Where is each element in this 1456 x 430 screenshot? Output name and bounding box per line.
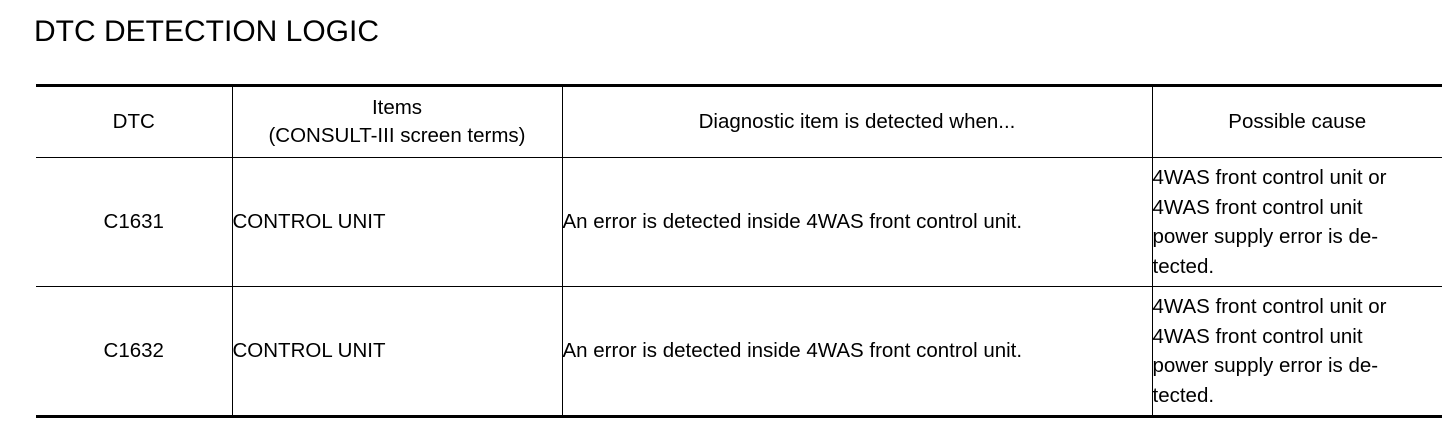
cause-line: tected. — [1152, 254, 1215, 278]
page-title: DTC DETECTION LOGIC — [34, 15, 380, 48]
cause-line: 4WAS front control unit — [1152, 195, 1363, 219]
table-header-row: DTC Items (CONSULT-III screen terms) Dia… — [36, 85, 1442, 158]
table-row: C1631 CONTROL UNIT An error is detected … — [36, 157, 1442, 287]
cause-line: 4WAS front control unit or — [1152, 295, 1387, 318]
header-items-line2: (CONSULT-III screen terms) — [268, 124, 526, 147]
cause-line: 4WAS front control unit or — [1152, 166, 1387, 189]
header-detected-when: Diagnostic item is detected when... — [561, 85, 1152, 158]
cell-item: CONTROL UNIT — [231, 286, 562, 417]
dtc-detection-table: DTC Items (CONSULT-III screen terms) Dia… — [36, 84, 1442, 418]
cause-line: 4WAS front control unit — [1152, 324, 1363, 348]
cell-detected-when: An error is detected inside 4WAS front c… — [561, 286, 1152, 417]
header-items: Items (CONSULT-III screen terms) — [231, 85, 562, 158]
cell-dtc-code: C1632 — [103, 339, 164, 363]
cell-possible-cause: 4WAS front control unit or 4WAS front co… — [1151, 157, 1442, 287]
table-row: C1632 CONTROL UNIT An error is detected … — [36, 286, 1442, 417]
header-possible-cause: Possible cause — [1151, 85, 1442, 158]
cell-detected-when: An error is detected inside 4WAS front c… — [561, 157, 1152, 287]
cause-line: tected. — [1152, 383, 1215, 407]
cell-possible-cause: 4WAS front control unit or 4WAS front co… — [1151, 286, 1442, 417]
header-items-line1: Items — [371, 96, 423, 119]
cause-line: power supply error is de- — [1152, 225, 1379, 248]
cell-dtc-code: C1631 — [103, 210, 164, 234]
header-dtc: DTC — [112, 110, 155, 134]
cause-line: power supply error is de- — [1152, 354, 1379, 377]
cell-item: CONTROL UNIT — [231, 157, 562, 287]
